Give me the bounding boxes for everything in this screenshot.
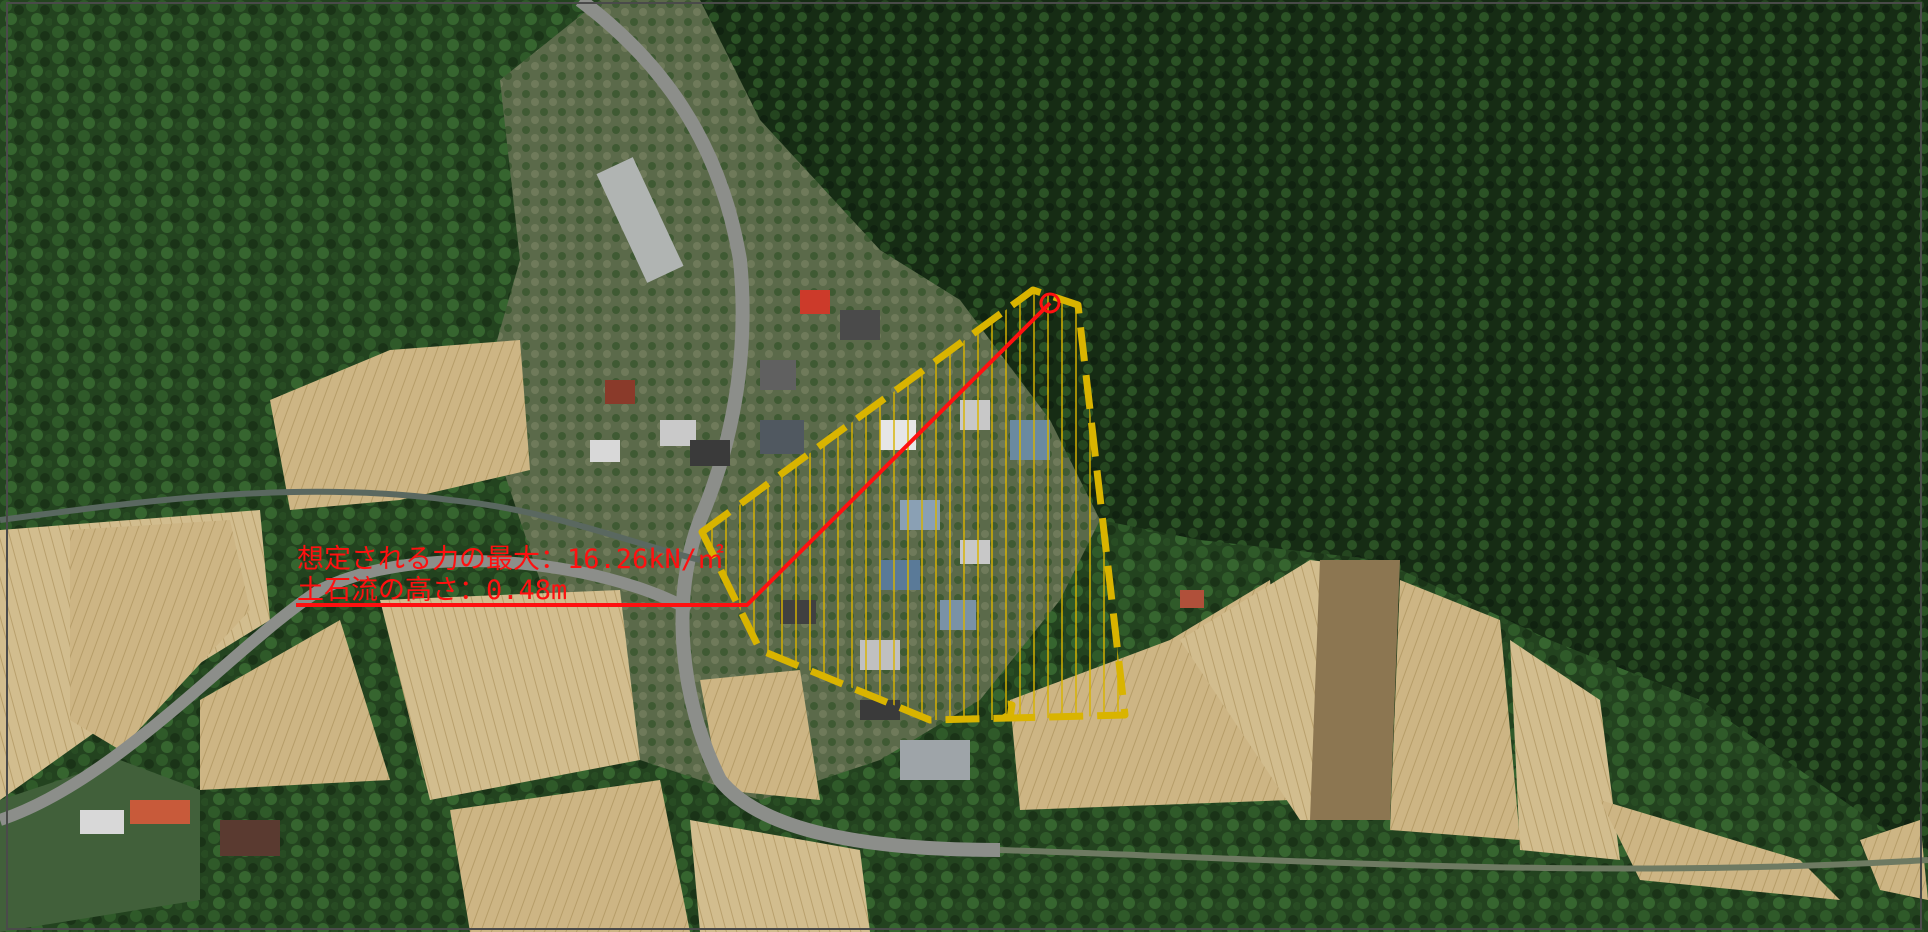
leader-line <box>296 301 1052 607</box>
canal <box>0 488 701 563</box>
paddy-field <box>270 340 530 510</box>
paddy-field <box>1510 640 1620 860</box>
paddy-field <box>1390 580 1520 840</box>
force-indicator <box>296 292 1061 607</box>
map-border <box>6 2 1922 930</box>
road <box>999 847 1928 872</box>
road <box>575 0 1001 857</box>
hazard-zone-outline <box>698 286 1129 724</box>
paddy-field <box>70 520 250 750</box>
forest-west <box>0 0 600 500</box>
buildings <box>80 157 1204 856</box>
paddy-field <box>380 590 640 800</box>
max-force-label: 想定される力の最大：16.26kN/㎡ <box>297 544 724 575</box>
paddy-field <box>1310 560 1400 820</box>
paddy-field <box>690 820 870 932</box>
paddy-field <box>700 670 820 800</box>
road <box>0 555 693 826</box>
paddy-field <box>1600 800 1840 900</box>
forest-east <box>700 0 1928 860</box>
paddy-field <box>450 780 690 932</box>
paddy-field <box>200 620 390 790</box>
origin-point-icon <box>1039 292 1061 314</box>
flow-height-label: 土石流の高さ：0.48m <box>297 575 567 606</box>
